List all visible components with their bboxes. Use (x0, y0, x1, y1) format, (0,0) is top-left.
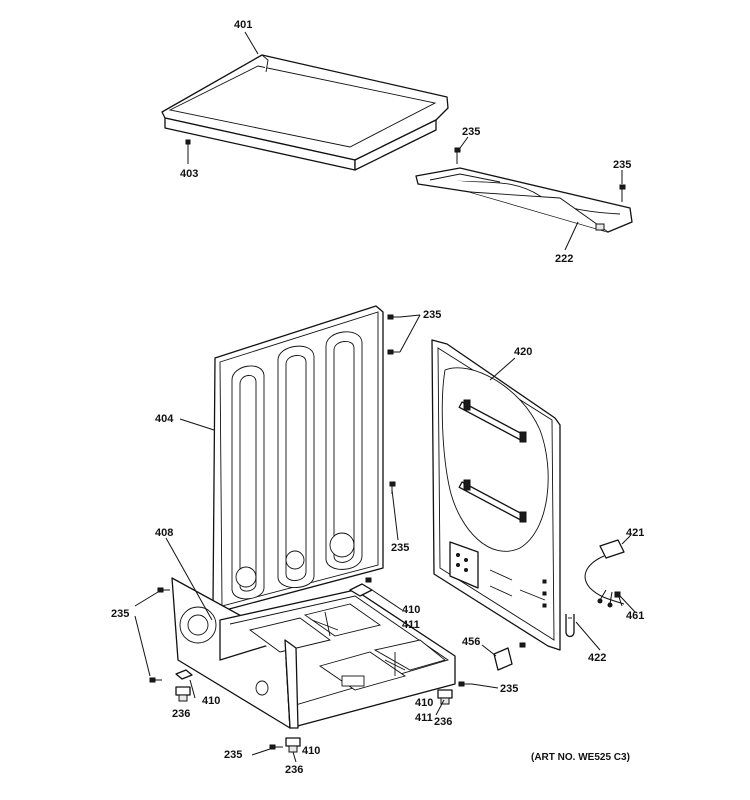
callout-404: 404 (155, 413, 174, 425)
art-number: (ART NO. WE525 C3) (531, 752, 630, 763)
callout-410: 410 (415, 697, 434, 709)
top-panel-401 (161, 54, 449, 171)
callout-235: 235 (224, 749, 243, 761)
callout-422: 422 (588, 652, 607, 664)
callout-411: 411 (402, 619, 420, 631)
callout-236: 236 (285, 764, 304, 776)
side-panel-404 (212, 305, 384, 613)
callout-235: 235 (423, 309, 442, 321)
callout-235: 235 (462, 126, 481, 138)
callout-236: 236 (434, 716, 453, 728)
callout-410: 410 (202, 695, 221, 707)
callout-410: 410 (302, 745, 321, 757)
screw-icon (149, 587, 170, 683)
screw-icon (269, 744, 283, 750)
callout-235: 235 (613, 159, 632, 171)
power-cord-icon (584, 539, 625, 608)
callout-411: 411 (415, 712, 433, 724)
screw-icon (185, 139, 191, 154)
callout-235: 235 (391, 542, 410, 554)
callout-222: 222 (555, 253, 574, 265)
callout-235: 235 (111, 608, 130, 620)
bracket-456 (493, 642, 526, 671)
callout-461: 461 (626, 610, 645, 622)
foot-icon (175, 669, 193, 702)
callout-410: 410 (402, 604, 421, 616)
foot-icon (437, 689, 453, 705)
callout-403: 403 (180, 168, 199, 180)
callout-421: 421 (626, 527, 645, 539)
foot-icon (285, 737, 301, 753)
callout-236: 236 (172, 708, 191, 720)
screw-icon (387, 314, 400, 494)
rear-panel-420 (431, 339, 561, 651)
base-frame-408 (171, 577, 456, 729)
callout-408: 408 (155, 527, 174, 539)
screw-icon (454, 147, 626, 202)
top-bracket-222 (415, 167, 633, 233)
screw-icon (458, 681, 472, 687)
callout-456: 456 (462, 636, 481, 648)
callout-235: 235 (500, 683, 519, 695)
callout-401: 401 (234, 19, 253, 31)
clip-icon (565, 614, 575, 638)
callout-420: 420 (514, 346, 533, 358)
